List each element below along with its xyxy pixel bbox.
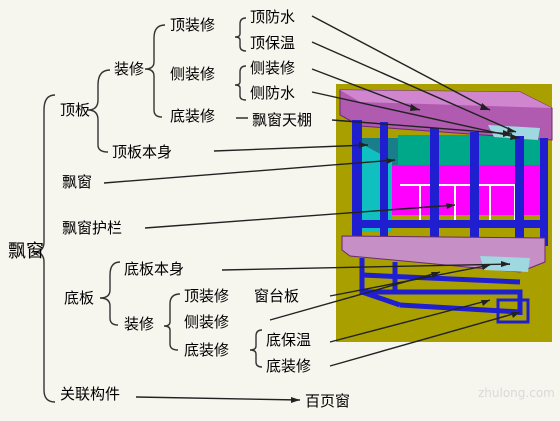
top-bottom-decoration-label: 底装修 bbox=[170, 107, 216, 125]
brackets bbox=[33, 17, 263, 403]
top-board-body-label: 顶板本身 bbox=[112, 143, 173, 161]
bottom-bottom-decoration-label: 底装修 bbox=[184, 341, 230, 359]
bottom-board-label: 底板 bbox=[64, 289, 95, 307]
top-top-decoration-label: 顶装修 bbox=[170, 16, 216, 34]
bottom-decoration-label: 装修 bbox=[124, 315, 155, 333]
railing-label: 飘窗护栏 bbox=[62, 219, 123, 237]
window-label: 飘窗 bbox=[62, 173, 93, 191]
top-waterproof-label: 顶防水 bbox=[250, 8, 296, 26]
bottom-side-decoration-label: 侧装修 bbox=[184, 313, 230, 331]
bottom-insulation-label: 底保温 bbox=[266, 331, 312, 349]
top-decoration-label: 装修 bbox=[114, 60, 145, 78]
pointer-lines bbox=[103, 15, 521, 401]
bottom-top-decoration-label: 顶装修 bbox=[184, 287, 230, 305]
related-components-label: 关联构件 bbox=[60, 385, 121, 403]
side-waterproof-label: 侧防水 bbox=[250, 84, 296, 102]
top-insulation-label: 顶保温 bbox=[250, 34, 296, 52]
watermark: zhulong.com bbox=[478, 386, 555, 400]
top-board-label: 顶板 bbox=[60, 101, 91, 119]
arrow-heads bbox=[291, 103, 520, 403]
bottom-board-body-label: 底板本身 bbox=[124, 260, 185, 278]
floor-magenta bbox=[388, 165, 540, 215]
louver-window-label: 百页窗 bbox=[305, 392, 351, 410]
top-side-decoration-label: 侧装修 bbox=[170, 65, 216, 83]
sill-board-label: 窗台板 bbox=[254, 287, 300, 305]
top-slab-face bbox=[340, 90, 552, 108]
bay-ceiling-label: 飘窗天棚 bbox=[252, 111, 313, 129]
window-frame bbox=[352, 120, 548, 246]
bottom-finish-label: 底装修 bbox=[266, 357, 312, 375]
root-label: 飘窗 bbox=[8, 241, 44, 262]
side-decoration-item-label: 侧装修 bbox=[250, 59, 296, 77]
top-gutter bbox=[488, 125, 540, 140]
